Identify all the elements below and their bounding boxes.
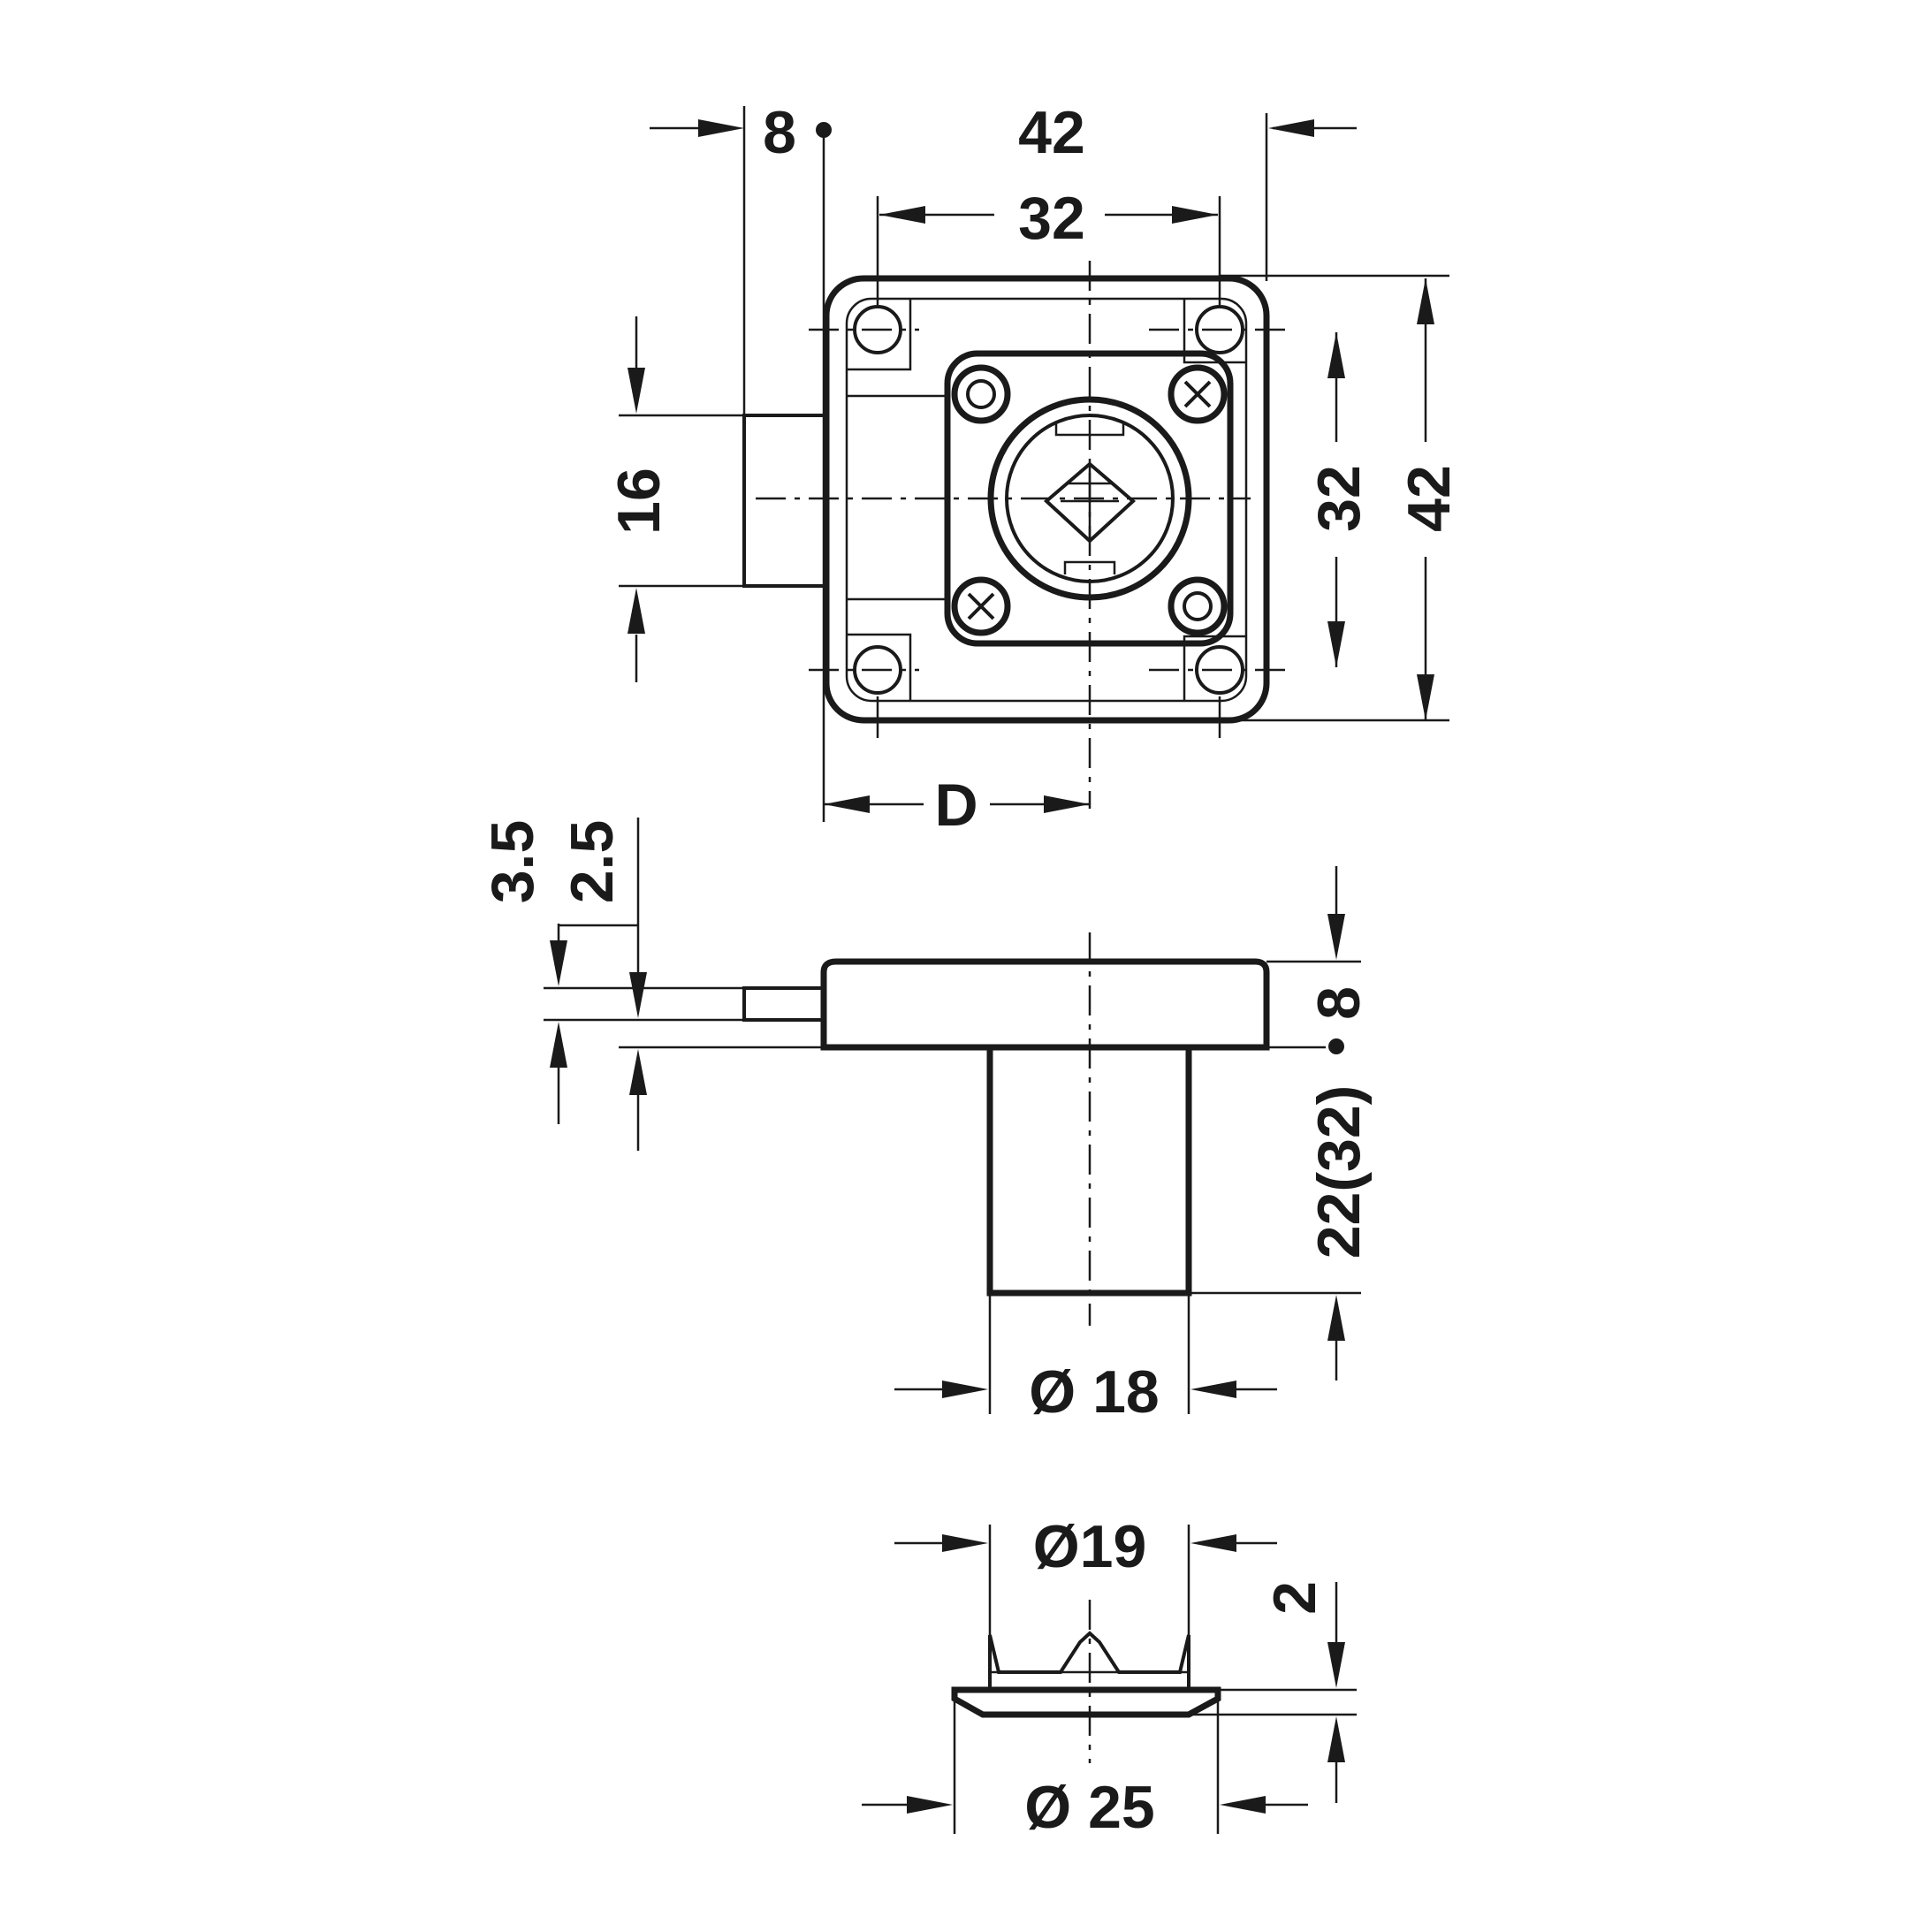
- dim-cylinder-length: 22(32): [1305, 1085, 1373, 1259]
- screw-cross-tr: [1183, 380, 1212, 408]
- arrow-bolt-thick-top: [629, 972, 647, 1018]
- arrow-hole-v-top: [1327, 332, 1345, 378]
- arrow-outer-dia-right: [1220, 1796, 1266, 1814]
- dim-hole-spacing-v: 32: [1305, 465, 1373, 532]
- arrow-height-top: [1417, 278, 1434, 324]
- screw-hole-br: [1183, 591, 1213, 621]
- rosette-crown: [988, 1631, 1190, 1690]
- dim-cylinder-diameter: Ø 18: [1029, 1358, 1159, 1426]
- screw-tr: [1168, 364, 1228, 424]
- arrow-bolt-thick-bottom: [629, 1049, 647, 1095]
- rosette-view: Ø19 2 Ø 25: [862, 1513, 1357, 1841]
- arrow-rosette-height-top: [1327, 1642, 1345, 1688]
- arrow-height-bottom: [1417, 674, 1434, 720]
- arrow-width: [1268, 119, 1314, 137]
- screw-boss-br: [1168, 576, 1228, 636]
- arrow-inner-dia-right: [1190, 1534, 1236, 1552]
- dim-inner-diameter: Ø19: [1033, 1513, 1147, 1580]
- arrow-outer-dia-left: [907, 1796, 953, 1814]
- dim-body-thickness: 8: [1305, 986, 1373, 1020]
- dim-bolt-height: 16: [605, 468, 673, 535]
- dim-bolt-thickness: 2.5: [559, 820, 626, 904]
- dim-width-outer: 42: [1018, 99, 1085, 166]
- arrow-hole-v-bottom: [1327, 621, 1345, 667]
- arrow-inner-dia-left: [942, 1534, 988, 1552]
- dim-outer-diameter: Ø 25: [1024, 1774, 1154, 1841]
- dim-hole-spacing-h: 32: [1018, 185, 1085, 252]
- screw-cross-bl: [967, 592, 995, 620]
- screw-bl: [951, 576, 1011, 636]
- arrow-bolt-bottom: [628, 588, 645, 634]
- arrow-distance-left: [824, 795, 870, 813]
- housing-inner-edge: [845, 297, 1248, 703]
- housing-body: [820, 958, 1270, 1051]
- dot-body-thick: [1328, 1038, 1344, 1054]
- arrow-rosette-height-bottom: [1327, 1716, 1345, 1762]
- arrow-cyl-dia-left: [942, 1381, 988, 1398]
- dot-backset: [816, 122, 832, 138]
- arrow-bolt-offset-top: [550, 940, 567, 986]
- bolt-stub: [742, 414, 828, 588]
- screw-hole-tl: [966, 379, 996, 409]
- corner-recess-tl: [847, 299, 912, 371]
- arrow-distance-right: [1044, 795, 1090, 813]
- arrow-hole-h-left: [879, 206, 925, 224]
- front-view: 8 42 32 16 32 42 D: [605, 99, 1463, 839]
- bolt: [742, 986, 825, 1022]
- arrow-bolt-top: [628, 368, 645, 414]
- arrow-backset: [698, 119, 744, 137]
- rosette-flange: [951, 1686, 1221, 1718]
- arrow-hole-h-right: [1172, 206, 1218, 224]
- dim-backset: 8: [763, 99, 796, 166]
- arrow-body-thick: [1327, 914, 1345, 960]
- corner-recess-bl: [847, 633, 912, 701]
- cylinder-notch-bottom: [1063, 560, 1116, 574]
- dim-height-outer: 42: [1396, 465, 1463, 532]
- side-view: 3.5 2.5 8 22(32) Ø 18: [479, 818, 1373, 1426]
- dim-distance: D: [934, 772, 977, 839]
- dim-rosette-height: 2: [1261, 1581, 1328, 1615]
- arrow-cyl-length: [1327, 1295, 1345, 1341]
- arrow-bolt-offset-bottom: [550, 1022, 567, 1068]
- dim-bolt-offset: 3.5: [479, 820, 546, 904]
- arrow-cyl-dia-right: [1190, 1381, 1236, 1398]
- screw-boss-tl: [951, 364, 1011, 424]
- corner-recess-br: [1183, 635, 1246, 701]
